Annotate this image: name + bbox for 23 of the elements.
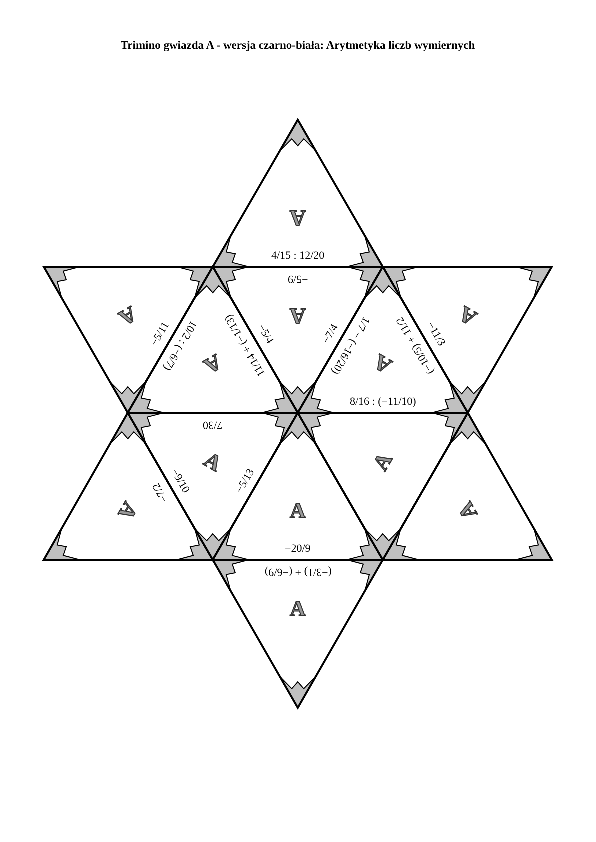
fraction-expression: −20/9 bbox=[285, 542, 311, 556]
triangle-tile bbox=[212, 559, 384, 709]
fraction-expression: −5/4 bbox=[254, 322, 276, 347]
tile-letter: A bbox=[454, 498, 482, 524]
tile-letter: A bbox=[290, 304, 306, 327]
tile-letter: A bbox=[290, 598, 306, 620]
tile-letter: A bbox=[290, 500, 306, 522]
tile-letter: A bbox=[455, 302, 480, 330]
fraction-expression: 8/16 : (−11/10) bbox=[350, 396, 416, 408]
title: Trimino gwiazda A - wersja czarno-biała: Arytmetyka liczb wymiernych bbox=[120, 40, 476, 52]
tile-letter: A bbox=[290, 207, 306, 229]
tile-letter: A bbox=[200, 448, 226, 476]
tile-letter: A bbox=[116, 302, 141, 330]
fraction-expression: (−3/1) + (−6/9) bbox=[264, 564, 332, 578]
tile-letter: A bbox=[114, 498, 142, 524]
tile-letter: A bbox=[370, 350, 396, 378]
fraction-expression: −7/2 bbox=[150, 480, 172, 504]
triangle-tile bbox=[212, 119, 384, 268]
fraction-expression: 4/15 : 12/20 bbox=[272, 250, 325, 262]
tile-letter: A bbox=[369, 450, 396, 474]
fraction-expression: 7/30 bbox=[203, 418, 223, 430]
tile-letter: A bbox=[200, 350, 226, 378]
fraction-expression: −5/9 bbox=[288, 272, 308, 284]
